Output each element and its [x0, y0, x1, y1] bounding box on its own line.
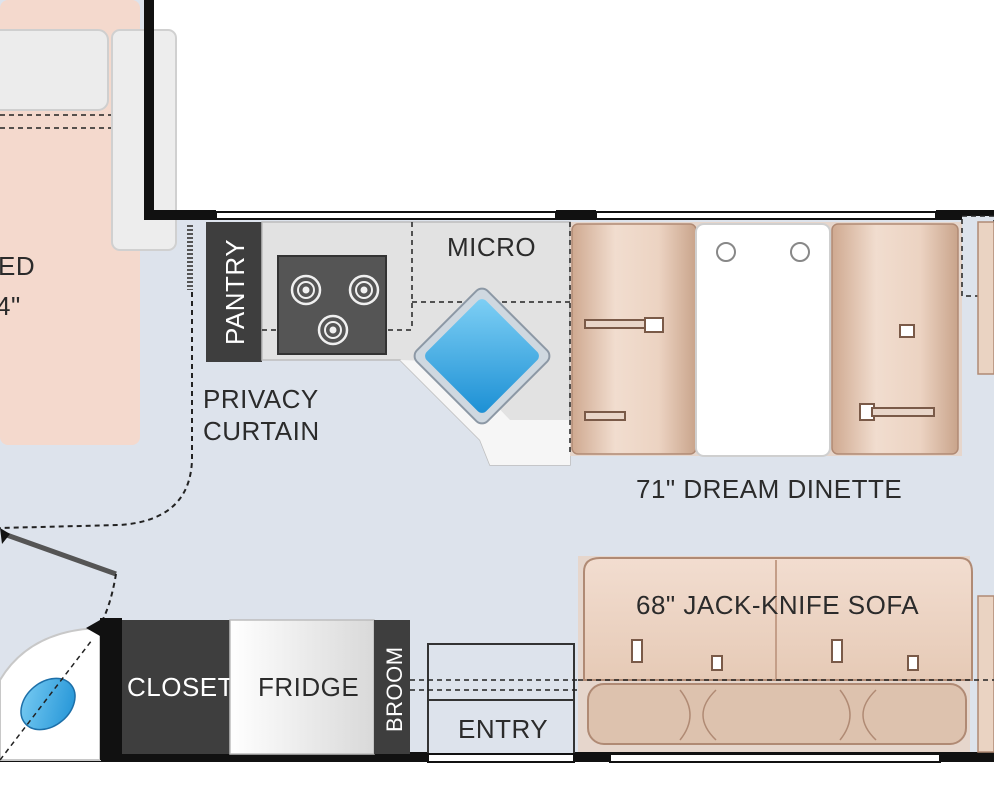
broom-closet [374, 620, 410, 754]
privacy-curtain-path [0, 292, 193, 529]
door-hinge [0, 528, 10, 544]
fridge-label: FRIDGE [258, 672, 359, 702]
bed [0, 0, 140, 445]
privacy-curtain-label-2: CURTAIN [203, 416, 320, 446]
bottom-window [609, 753, 941, 763]
cooktop [277, 255, 387, 355]
sofa-label: 68" JACK-KNIFE SOFA [636, 590, 919, 620]
bed-size-label: 4" [0, 291, 21, 321]
closet-wall [100, 618, 122, 760]
right-cabinet-top [977, 221, 994, 375]
closet-label: CLOSET [127, 672, 234, 702]
closet [122, 620, 230, 754]
broom-label: BROOM [382, 646, 407, 732]
kitchen-sink [413, 287, 551, 425]
right-cabinet-bottom [977, 595, 994, 753]
entry-steps [427, 643, 575, 763]
jack-knife-sofa [578, 556, 994, 752]
dinette-label: 71" DREAM DINETTE [636, 474, 902, 504]
fridge [229, 619, 375, 755]
bath-door-stop [86, 620, 100, 636]
dinette [569, 222, 962, 457]
privacy-curtain-label: PRIVACY [203, 384, 319, 414]
bed-label: ED [0, 251, 35, 281]
pantry [206, 222, 262, 362]
pantry-label: PANTRY [220, 239, 250, 345]
entry-label: ENTRY [458, 714, 548, 744]
bath-door [3, 531, 117, 577]
bath-sink [20, 677, 76, 731]
micro-label: MICRO [447, 232, 536, 262]
